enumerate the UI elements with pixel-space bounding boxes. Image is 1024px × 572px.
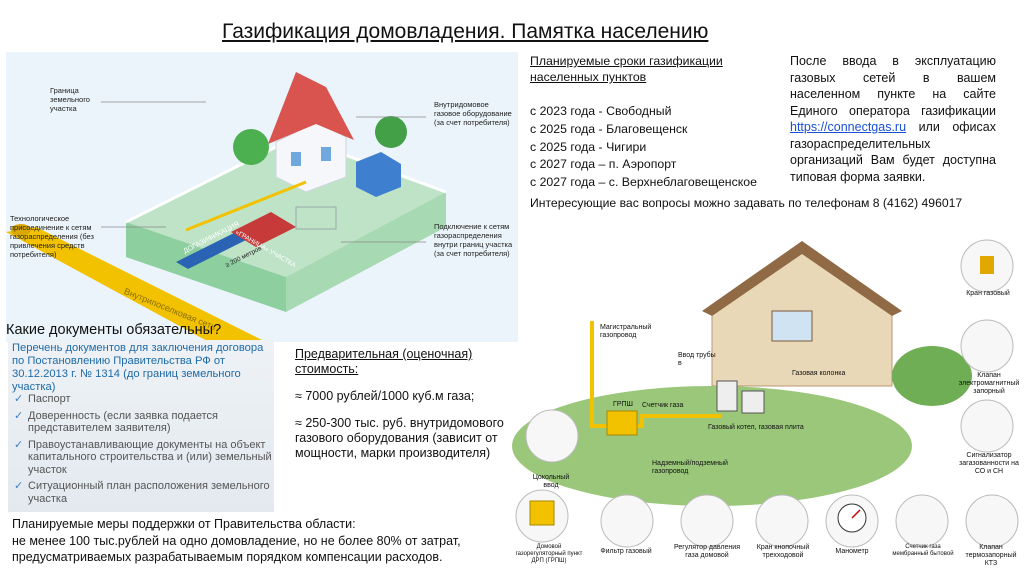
greenhouse bbox=[295, 206, 337, 230]
house-window bbox=[291, 152, 301, 166]
item-meter-circle bbox=[895, 494, 949, 548]
label-column: Газовая колонка bbox=[792, 370, 846, 377]
gasification-illustration: Граница земельного участка Внутридомовое… bbox=[6, 52, 518, 342]
label-electro: Клапан электромагнитный запорный bbox=[958, 372, 1020, 395]
tree-1 bbox=[233, 129, 269, 165]
list-item: ✓Доверенность (если заявка подается пред… bbox=[14, 409, 218, 435]
list-item: ✓Паспорт bbox=[14, 393, 71, 405]
label-valve: Кран газовый bbox=[966, 290, 1010, 297]
check-icon: ✓ bbox=[14, 438, 24, 451]
item-button-valve-circle bbox=[755, 494, 809, 548]
scheme-window bbox=[771, 310, 813, 342]
label-button-valve: Кран кнопочный трехходовой bbox=[756, 544, 810, 559]
tree-2 bbox=[375, 116, 407, 148]
connectgas-link[interactable]: https://connectgas.ru bbox=[790, 120, 907, 134]
item-signal-circle bbox=[960, 399, 1014, 453]
label-thermo: Клапан термозапорный КТЗ bbox=[965, 544, 1017, 567]
documents-panel bbox=[8, 340, 274, 512]
valve-body bbox=[980, 256, 994, 274]
manometer-needle bbox=[851, 509, 861, 519]
grp-box bbox=[529, 500, 555, 526]
list-item: ✓Ситуационный план расположения земельно… bbox=[14, 480, 270, 505]
label-underground: Надземный/подземный газопровод bbox=[652, 460, 728, 475]
label-tech: Технологическое присоединение к сетям га… bbox=[10, 214, 94, 259]
schedule-list: с 2023 года - Свободный с 2025 года - Бл… bbox=[530, 103, 780, 192]
pipe-end bbox=[11, 224, 31, 236]
scheme-pipe bbox=[590, 321, 722, 428]
support-block: Планируемые меры поддержки от Правительс… bbox=[12, 516, 512, 566]
label-filter: Фильтр газовый bbox=[600, 548, 652, 555]
label-manometer: Манометр bbox=[835, 548, 869, 555]
label-in-house: Внутридомовое газовое оборудование (за с… bbox=[434, 100, 512, 127]
label-base-inlet: Цокольный ввод bbox=[532, 474, 570, 489]
grpsh-box bbox=[606, 410, 638, 436]
scheme-svg bbox=[512, 239, 1019, 548]
gas-line bbox=[185, 180, 307, 232]
item-base-inlet-circle bbox=[525, 409, 579, 463]
house-window-2 bbox=[321, 147, 331, 161]
support-line-3: предусматриваемых разрабатываемым порядк… bbox=[12, 550, 443, 564]
label-membrane: Счетчик газа мембранный бытовой bbox=[892, 544, 954, 557]
plot-side-left bbox=[126, 222, 286, 312]
label-boiler: Газовый котел, газовая плита bbox=[708, 424, 804, 431]
label-connect: Подключение к сетям газораспределения вн… bbox=[434, 222, 513, 258]
item-filter-circle bbox=[600, 494, 654, 548]
questions-phone: Интересующие вас вопросы можно задавать … bbox=[530, 196, 963, 210]
border-band bbox=[231, 212, 296, 247]
label-grp-point: Домовой газорегуляторный пункт ДРП (ГРПШ… bbox=[515, 544, 583, 564]
dogaz-band bbox=[176, 227, 258, 269]
check-icon: ✓ bbox=[14, 409, 24, 422]
item-regulator-circle bbox=[680, 494, 734, 548]
plot-side-right bbox=[286, 192, 446, 312]
boiler bbox=[716, 380, 738, 412]
list-item: с 2027 года – п. Аэропорт bbox=[530, 157, 677, 172]
main-pipe bbox=[6, 227, 266, 342]
label-signal: Сигнализатор загазованности на СО и СН bbox=[959, 452, 1019, 475]
label-boundary: Граница земельного участка bbox=[50, 86, 90, 113]
item-thermo-circle bbox=[965, 494, 1019, 548]
support-line-1: Планируемые меры поддержки от Правительс… bbox=[12, 517, 356, 531]
documents-list: ✓Паспорт ✓Доверенность (если заявка пода… bbox=[10, 393, 272, 509]
cost-heading: Предварительная (оценочная) стоимость: bbox=[295, 347, 473, 376]
label-regulator: Регулятор давления газа домовой bbox=[674, 544, 740, 559]
cost-equipment: ≈ 250-300 тыс. руб. внутридомового газов… bbox=[295, 416, 504, 460]
schedule-heading: Планируемые сроки газификации населенных… bbox=[530, 54, 723, 84]
cost-gas: ≈ 7000 рублей/1000 куб.м газа; bbox=[295, 389, 475, 403]
documents-intro: Перечень документов для заключения догов… bbox=[12, 342, 264, 393]
list-item: ✓Правоустанавливающие документы на объек… bbox=[14, 438, 272, 476]
support-line-2: не менее 100 тыс.рублей на одно домовлад… bbox=[12, 533, 461, 548]
after-info: После ввода в эксплуатацию газовых сетей… bbox=[790, 54, 996, 184]
page-title: Газификация домовладения. Памятка населе… bbox=[222, 20, 709, 43]
label-grpsh: ГРПШ bbox=[613, 401, 633, 408]
documents-heading: Какие документы обязательны? bbox=[6, 322, 222, 338]
scheme-roof bbox=[702, 241, 902, 316]
check-icon: ✓ bbox=[14, 480, 24, 492]
list-item: с 2027 года – с. Верхнеблаговещенское bbox=[530, 175, 757, 190]
label-inlet: Ввод трубы в bbox=[678, 352, 716, 367]
equipment-scheme: Магистральный газопровод Ввод трубы в Га… bbox=[512, 226, 1024, 572]
cost-block: Предварительная (оценочная) стоимость: ≈… bbox=[295, 347, 515, 473]
item-electro-circle bbox=[960, 319, 1014, 373]
list-item: с 2023 года - Свободный bbox=[530, 104, 672, 118]
list-item: с 2025 года - Чигири bbox=[530, 139, 647, 154]
house-roof bbox=[268, 72, 354, 144]
label-main-pipe: Магистральный газопровод bbox=[600, 324, 652, 339]
stove bbox=[741, 390, 765, 414]
list-item: с 2025 года - Благовещенск bbox=[530, 121, 688, 136]
check-icon: ✓ bbox=[14, 393, 24, 405]
label-meter: Счетчик газа bbox=[642, 402, 684, 409]
shed bbox=[356, 152, 401, 197]
plot-illustration-svg bbox=[6, 72, 447, 342]
scheme-bush bbox=[892, 346, 972, 406]
